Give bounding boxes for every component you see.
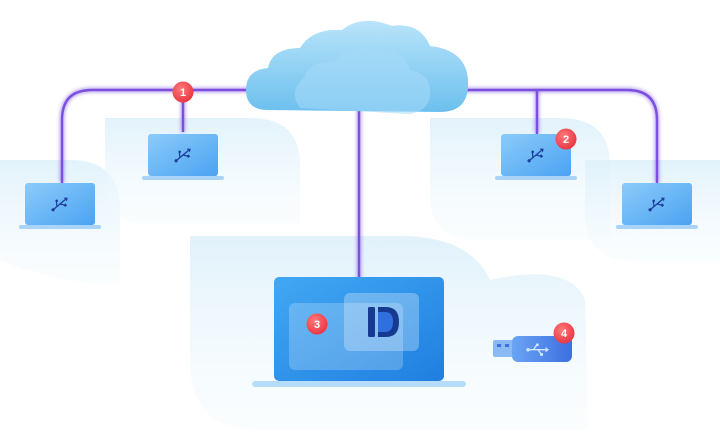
badge-4-label: 4 bbox=[561, 328, 568, 340]
host-screen bbox=[274, 277, 444, 381]
host-keyboard-base bbox=[252, 381, 466, 387]
laptop-base bbox=[142, 176, 224, 180]
remote-computer-2 bbox=[142, 134, 224, 180]
laptop-base bbox=[495, 176, 577, 180]
remote-computer-3 bbox=[495, 134, 577, 180]
connector-right bbox=[440, 88, 659, 183]
connector-left bbox=[60, 88, 255, 183]
badge-3: 3 bbox=[306, 313, 328, 335]
usb-icon bbox=[174, 148, 191, 163]
network-connectors bbox=[60, 88, 659, 280]
badge-1: 1 bbox=[172, 81, 194, 103]
usb-dongle bbox=[493, 336, 572, 362]
badge-2: 2 bbox=[555, 128, 577, 150]
cloud-icon bbox=[246, 20, 469, 114]
remote-computers bbox=[19, 134, 698, 229]
remote-computer-1 bbox=[19, 183, 101, 229]
usb-icon bbox=[527, 148, 544, 163]
laptop-base bbox=[616, 225, 698, 229]
badge-2-label: 2 bbox=[563, 134, 569, 146]
remote-computer-4 bbox=[616, 183, 698, 229]
usb-icon bbox=[648, 197, 665, 212]
usb-icon bbox=[526, 343, 549, 356]
badge-4: 4 bbox=[553, 322, 575, 344]
usb-icon bbox=[51, 197, 68, 212]
host-computer bbox=[252, 277, 466, 387]
laptop-base bbox=[19, 225, 101, 229]
app-logo-d bbox=[368, 307, 399, 337]
step-badges: 1 2 3 4 bbox=[172, 81, 577, 344]
badge-3-label: 3 bbox=[314, 319, 320, 331]
badge-1-label: 1 bbox=[180, 87, 186, 99]
